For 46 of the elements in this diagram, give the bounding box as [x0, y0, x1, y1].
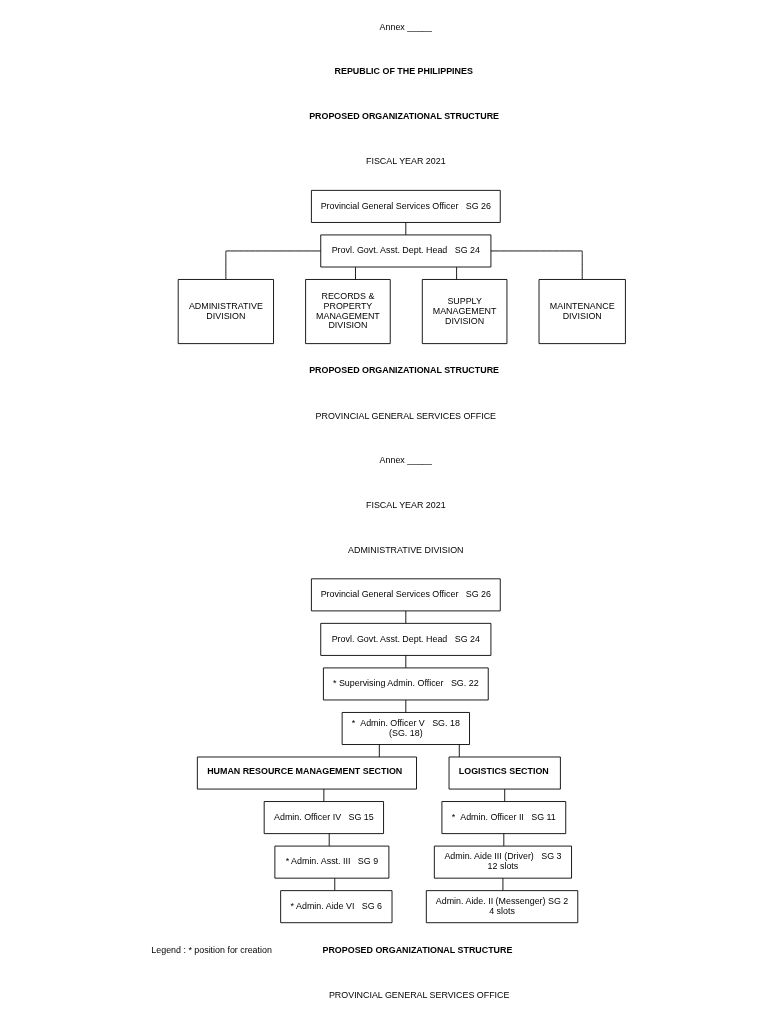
label: Legend : * position for creation — [151, 945, 272, 956]
connector — [502, 877, 504, 891]
node-box: * Admin. Officer V SG. 18 (SG. 18) — [341, 712, 470, 745]
connector — [490, 250, 583, 280]
node-box: * Admin. Asst. III SG 9 — [274, 845, 390, 879]
label: Annex _____ — [379, 22, 433, 33]
connector — [378, 744, 380, 758]
label: FISCAL YEAR 2021 — [366, 156, 446, 167]
node-box: Admin. Aide. II (Messenger) SG 2 4 slots — [425, 890, 579, 924]
node-box: * Supervising Admin. Officer SG. 22 — [322, 667, 489, 701]
label: PROVINCIAL GENERAL SERVICES OFFICE — [315, 410, 497, 421]
connector — [405, 699, 407, 713]
connector — [503, 833, 505, 847]
connector — [355, 266, 356, 280]
connector — [225, 250, 322, 280]
node-box: Admin. Officer IV SG 15 — [263, 801, 384, 835]
label: PROVINCIAL GENERAL SERVICES OFFICE — [328, 989, 510, 1000]
node-box: Provincial General Services Officer SG 26 — [310, 189, 501, 223]
node-box: RECORDS & PROPERTY MANAGEMENT DIVISION — [305, 279, 391, 345]
connector — [328, 833, 330, 847]
node-box: * Admin. Officer II SG 11 — [441, 801, 567, 835]
node-box: Provl. Govt. Asst. Dept. Head SG 24 — [320, 622, 492, 656]
connector — [458, 744, 460, 758]
label: FISCAL YEAR 2021 — [366, 499, 446, 510]
node-box: SUPPLY MANAGEMENT DIVISION — [421, 279, 508, 345]
connector — [405, 655, 407, 669]
connector — [405, 610, 407, 624]
connector — [334, 877, 336, 891]
label: ADMINISTRATIVE DIVISION — [348, 544, 464, 555]
node-box: MAINTENANCE DIVISION — [538, 279, 626, 345]
label: REPUBLIC OF THE PHILIPPINES — [334, 66, 473, 77]
label: Annex _____ — [379, 455, 433, 466]
connector — [323, 788, 325, 802]
connector — [504, 788, 506, 802]
connector — [405, 222, 407, 236]
connector — [456, 266, 458, 280]
node-box: Provincial General Services Officer SG 26 — [310, 578, 501, 612]
node-box: * Admin. Aide VI SG 6 — [280, 890, 393, 924]
node-box: ADMINISTRATIVE DIVISION — [177, 279, 274, 345]
label: PROPOSED ORGANIZATIONAL STRUCTURE — [309, 365, 500, 376]
node-box: LOGISTICS SECTION — [448, 756, 561, 790]
label: PROPOSED ORGANIZATIONAL STRUCTURE — [322, 944, 513, 955]
label: PROPOSED ORGANIZATIONAL STRUCTURE — [309, 110, 500, 121]
node-box: HUMAN RESOURCE MANAGEMENT SECTION — [196, 756, 417, 790]
node-box: Provl. Govt. Asst. Dept. Head SG 24 — [320, 234, 492, 268]
node-box: Admin. Aide III (Driver) SG 3 12 slots — [433, 845, 572, 879]
